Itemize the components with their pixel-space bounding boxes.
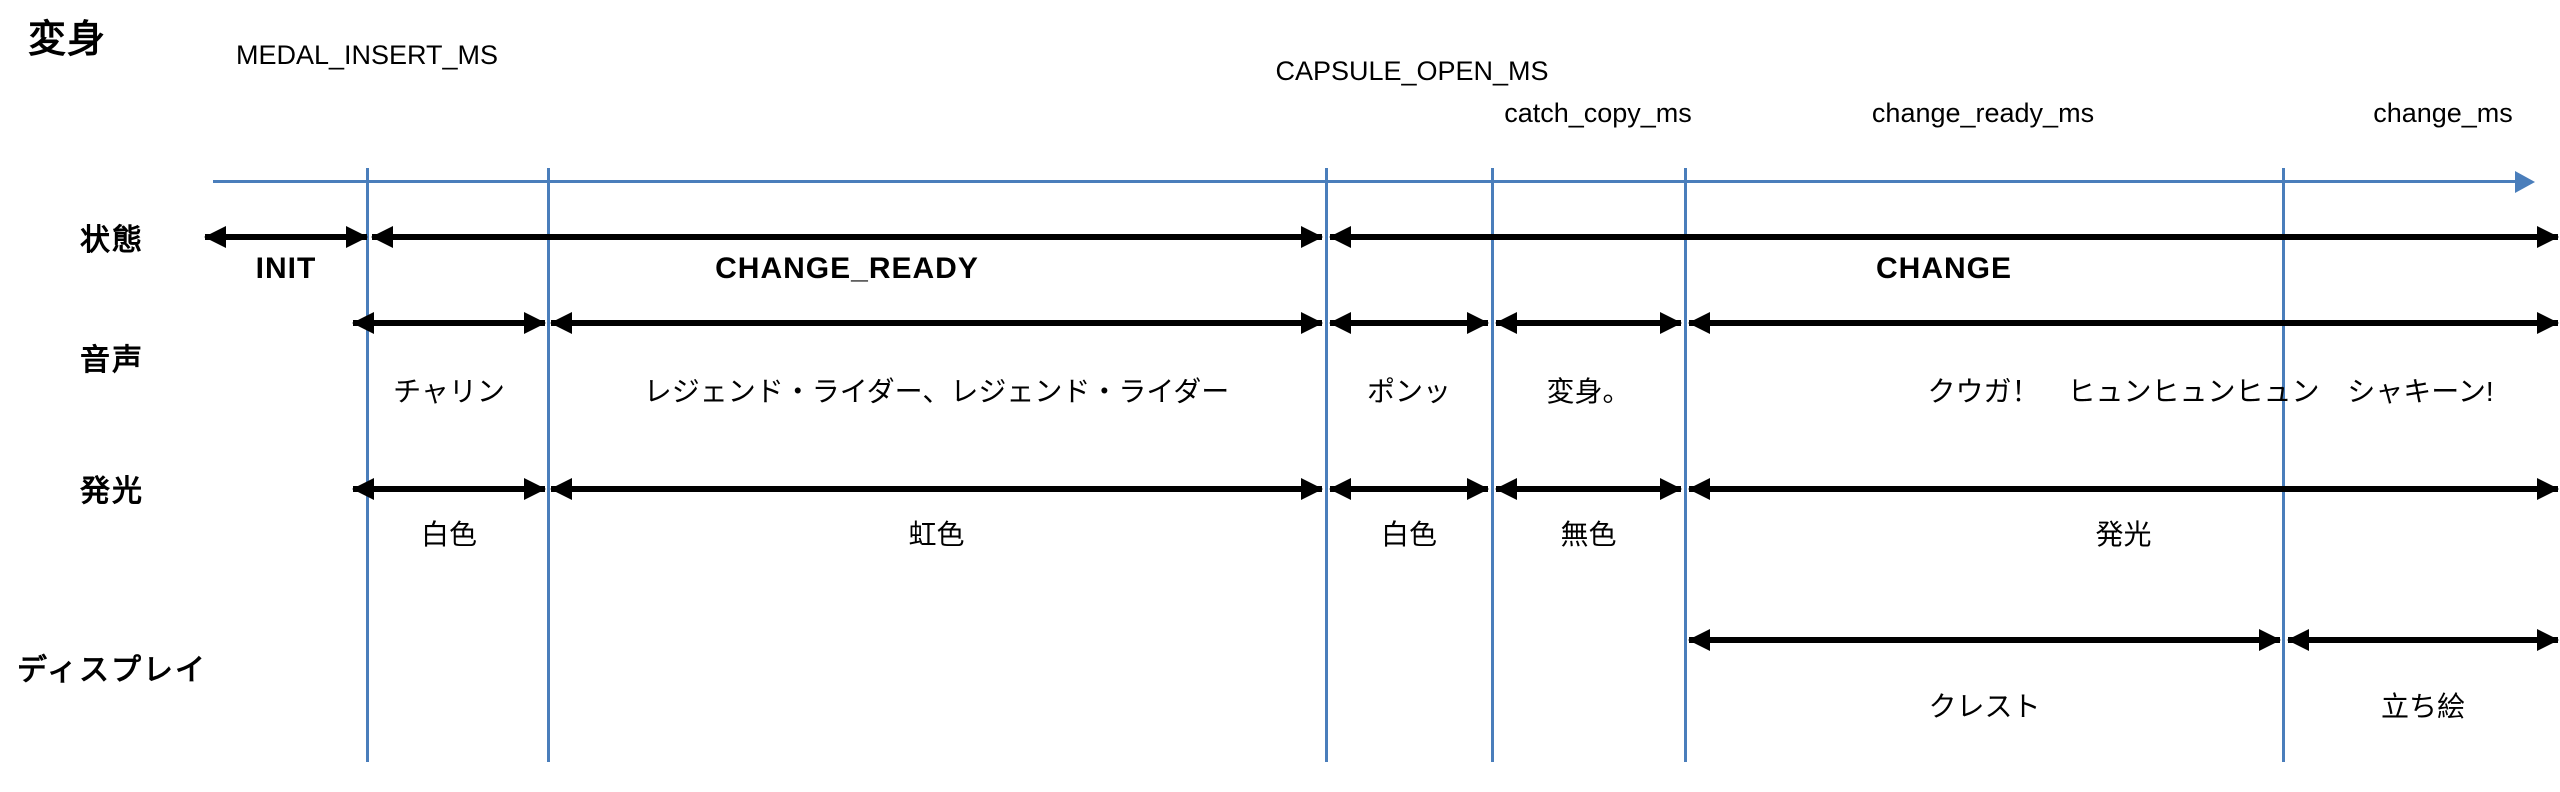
span-caption-light-white: 白色 [420, 519, 478, 550]
arrow-right-head-icon [2537, 226, 2559, 248]
marker-label-capsule-open-ms: CAPSULE_OPEN_MS [1275, 56, 1549, 86]
vline-change [2282, 168, 2285, 762]
span-caption-light-none: 無色 [1560, 519, 1617, 550]
arrow-shaft [1689, 320, 2558, 326]
marker-label-change-ms: change_ms [2373, 98, 2513, 128]
arrow-right-head-icon [346, 226, 368, 248]
arrow-left-head-icon [1495, 312, 1517, 334]
arrow-right-head-icon [1660, 312, 1682, 334]
arrow-left-head-icon [1688, 629, 1710, 651]
marker-label-medal-insert-ms: MEDAL_INSERT_MS [235, 40, 499, 70]
arrow-right-head-icon [2259, 629, 2281, 651]
vline-medal-insert [366, 168, 369, 762]
arrow-shaft [1330, 320, 1488, 326]
span-caption-display-standing-art: 立ち絵 [2380, 691, 2466, 722]
arrow-left-head-icon [1329, 226, 1351, 248]
arrow-right-head-icon [1301, 478, 1323, 500]
span-caption-state-change-ready: CHANGE_READY [715, 252, 979, 285]
arrow-shaft [353, 320, 545, 326]
span-caption-light-rainbow: 虹色 [908, 519, 965, 550]
span-caption-audio-legend-rider: レジェンド・ライダー、レジェンド・ライダー [643, 376, 1230, 407]
arrow-shaft [1330, 234, 2558, 240]
span-caption-audio-extra-shakiin: シャキーン! [2347, 376, 2494, 407]
arrow-shaft [1689, 637, 2280, 643]
vline-catch-copy [1491, 168, 1494, 762]
arrow-shaft [1689, 486, 2558, 492]
span-caption-audio-henshin: 変身。 [1546, 376, 1631, 407]
arrow-left-head-icon [1495, 478, 1517, 500]
arrow-right-head-icon [1467, 312, 1489, 334]
marker-label-change-ready-ms: change_ready_ms [1871, 98, 2095, 128]
time-axis-arrowhead-icon [2515, 171, 2535, 193]
span-caption-display-crest: クレスト [1928, 691, 2041, 722]
arrow-left-head-icon [1688, 478, 1710, 500]
row-label-light: 発光 [80, 475, 144, 508]
arrow-right-head-icon [2537, 478, 2559, 500]
arrow-left-head-icon [1329, 312, 1351, 334]
row-label-display: ディスプレイ [17, 654, 207, 687]
arrow-shaft [1330, 486, 1488, 492]
arrow-right-head-icon [1301, 312, 1323, 334]
arrow-right-head-icon [1467, 478, 1489, 500]
vline-capsule-open [1325, 168, 1328, 762]
arrow-left-head-icon [1329, 478, 1351, 500]
span-caption-audio-kuuga-hyun: クウガ！ ヒュンヒュンヒュン [1927, 376, 2320, 407]
time-axis-line [213, 180, 2515, 183]
marker-label-catch-copy-ms: catch_copy_ms [1504, 98, 1692, 128]
arrow-right-head-icon [524, 312, 546, 334]
arrow-shaft [2288, 637, 2558, 643]
arrow-shaft [551, 320, 1322, 326]
arrow-right-head-icon [1301, 226, 1323, 248]
span-caption-state-change: CHANGE [1875, 252, 2013, 285]
vline-t2 [547, 168, 550, 762]
arrow-left-head-icon [1688, 312, 1710, 334]
arrow-shaft [1496, 486, 1681, 492]
arrow-shaft [353, 486, 545, 492]
arrow-left-head-icon [204, 226, 226, 248]
arrow-left-head-icon [352, 312, 374, 334]
arrow-right-head-icon [1660, 478, 1682, 500]
page-title: 変身 [28, 19, 107, 61]
span-caption-light-white2: 白色 [1380, 519, 1438, 550]
arrow-left-head-icon [550, 312, 572, 334]
span-caption-light-glow: 発光 [2095, 519, 2152, 550]
arrow-shaft [205, 234, 367, 240]
row-label-state: 状態 [80, 224, 144, 257]
arrow-right-head-icon [524, 478, 546, 500]
arrow-left-head-icon [371, 226, 393, 248]
arrow-shaft [372, 234, 1322, 240]
row-label-audio: 音声 [80, 344, 144, 377]
arrow-right-head-icon [2537, 629, 2559, 651]
span-caption-audio-charin: チャリン [393, 376, 505, 407]
arrow-left-head-icon [550, 478, 572, 500]
span-caption-state-init: INIT [255, 252, 317, 285]
arrow-right-head-icon [2537, 312, 2559, 334]
arrow-left-head-icon [352, 478, 374, 500]
arrow-shaft [551, 486, 1322, 492]
vline-change-ready [1684, 168, 1687, 762]
arrow-shaft [1496, 320, 1681, 326]
span-caption-audio-ponn: ポンッ [1366, 376, 1452, 407]
arrow-left-head-icon [2287, 629, 2309, 651]
